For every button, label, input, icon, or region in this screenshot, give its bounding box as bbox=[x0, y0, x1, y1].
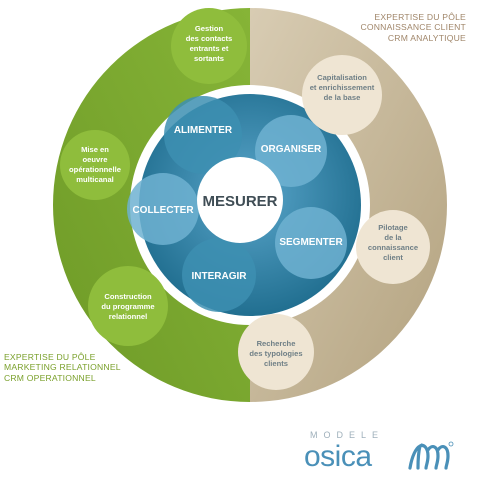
outer-bubble-gestion bbox=[171, 8, 247, 84]
outer-label-line: Mise en bbox=[81, 145, 109, 154]
outer-label-line: des typologies bbox=[249, 349, 302, 358]
logo-m-mark bbox=[408, 441, 454, 470]
outer-label-line: client bbox=[383, 253, 403, 262]
caption-crm-analytique: EXPERTISE DU PÔLE CONNAISSANCE CLIENT CR… bbox=[360, 12, 466, 43]
caption-line: MARKETING RELATIONNEL bbox=[4, 362, 121, 373]
inner-label-organiser: ORGANISER bbox=[261, 144, 322, 155]
outer-label-line: et enrichissement bbox=[310, 83, 375, 92]
inner-label-alimenter: ALIMENTER bbox=[174, 125, 233, 136]
outer-label-line: Capitalisation bbox=[317, 73, 367, 82]
inner-bubble-organiser bbox=[255, 115, 327, 187]
inner-bubble-interagir bbox=[182, 238, 256, 312]
center-disc bbox=[197, 157, 283, 243]
outer-label-line: opérationnelle bbox=[69, 165, 121, 174]
caption-marketing-relationnel: EXPERTISE DU PÔLE MARKETING RELATIONNEL … bbox=[4, 352, 121, 383]
outer-label-line: Construction bbox=[104, 292, 152, 301]
inner-bubble-alimenter bbox=[164, 96, 242, 174]
outer-label-line: de la base bbox=[324, 93, 361, 102]
outer-label-line: oeuvre bbox=[83, 155, 108, 164]
outer-label-line: connaissance bbox=[368, 243, 418, 252]
caption-line: EXPERTISE DU PÔLE bbox=[4, 352, 96, 362]
center-label: MESURER bbox=[202, 193, 277, 210]
outer-label-line: du programme bbox=[101, 302, 154, 311]
outer-label-line: Pilotage bbox=[378, 223, 408, 232]
caption-line: CRM OPERATIONNEL bbox=[4, 372, 96, 383]
logo-brand-text: osica bbox=[304, 440, 372, 473]
caption-line: EXPERTISE DU PÔLE bbox=[374, 12, 466, 22]
inner-label-collecter: COLLECTER bbox=[132, 205, 194, 216]
osica-logo: MODELE osica bbox=[300, 428, 470, 478]
outer-label-line: entrants et bbox=[190, 44, 229, 53]
inner-bubble-collecter bbox=[127, 173, 199, 245]
outer-label-line: sortants bbox=[194, 54, 224, 63]
inner-label-interagir: INTERAGIR bbox=[192, 271, 248, 282]
inner-label-segmenter: SEGMENTER bbox=[279, 237, 343, 248]
outer-label-line: clients bbox=[264, 359, 288, 368]
outer-bubble-mise-en-oeuvre bbox=[60, 130, 130, 200]
caption-line: CRM ANALYTIQUE bbox=[387, 32, 466, 43]
caption-line: CONNAISSANCE CLIENT bbox=[360, 22, 466, 33]
outer-label-line: des contacts bbox=[186, 34, 232, 43]
outer-label-line: relationnel bbox=[109, 312, 147, 321]
outer-label-line: Recherche bbox=[257, 339, 296, 348]
outer-label-line: de la bbox=[384, 233, 402, 242]
outer-label-line: multicanal bbox=[76, 175, 114, 184]
outer-label-line: Gestion bbox=[195, 24, 224, 33]
outer-bubble-construction bbox=[88, 266, 168, 346]
logo-model-text: MODELE bbox=[310, 430, 385, 440]
inner-bubble-segmenter bbox=[275, 207, 347, 279]
outer-bubble-capitalisation bbox=[302, 55, 382, 135]
outer-bubble-recherche bbox=[238, 314, 314, 390]
outer-bubble-pilotage bbox=[356, 210, 430, 284]
